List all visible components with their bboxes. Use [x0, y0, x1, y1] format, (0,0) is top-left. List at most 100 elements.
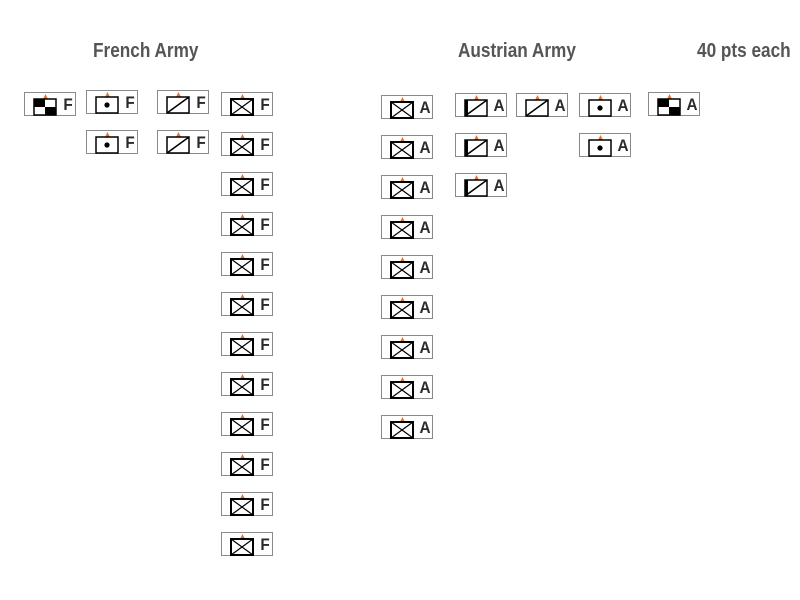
facing-arrow-icon: [240, 294, 245, 299]
infantry-symbol-icon: [230, 498, 254, 516]
nation-letter: F: [63, 95, 73, 114]
nation-letter: A: [493, 96, 505, 115]
french-infantry-counter[interactable]: F: [221, 212, 273, 236]
french-infantry-counter[interactable]: F: [221, 372, 273, 396]
nation-letter: F: [260, 175, 270, 194]
french-artillery-counter[interactable]: F: [86, 130, 138, 154]
facing-arrow-icon: [400, 377, 405, 382]
infantry-symbol-icon: [230, 298, 254, 316]
infantry-symbol-icon: [230, 98, 254, 116]
facing-arrow-icon: [400, 177, 405, 182]
infantry-symbol-icon: [230, 258, 254, 276]
facing-arrow-icon: [474, 175, 479, 180]
french-infantry-counter[interactable]: F: [221, 252, 273, 276]
nation-letter: A: [617, 96, 629, 115]
facing-arrow-icon: [176, 92, 181, 97]
light-cavalry-symbol-icon: [464, 139, 488, 157]
austrian-infantry-counter[interactable]: A: [381, 215, 433, 239]
infantry-symbol-icon: [230, 218, 254, 236]
austrian-infantry-counter[interactable]: A: [381, 335, 433, 359]
facing-arrow-icon: [43, 94, 48, 99]
infantry-symbol-icon: [230, 538, 254, 556]
french-cavalry-counter[interactable]: F: [157, 130, 209, 154]
cavalry-symbol-icon: [525, 99, 549, 117]
french-army-heading: French Army: [93, 40, 199, 62]
french-artillery-counter[interactable]: F: [86, 90, 138, 114]
facing-arrow-icon: [240, 94, 245, 99]
austrian-cavalry-counter[interactable]: A: [516, 93, 568, 117]
nation-letter: F: [196, 133, 206, 152]
nation-letter: A: [554, 96, 566, 115]
infantry-symbol-icon: [230, 378, 254, 396]
cavalry-symbol-icon: [166, 96, 190, 114]
french-infantry-counter[interactable]: F: [221, 92, 273, 116]
nation-letter: F: [260, 375, 270, 394]
facing-arrow-icon: [240, 494, 245, 499]
facing-arrow-icon: [240, 254, 245, 259]
facing-arrow-icon: [240, 214, 245, 219]
infantry-symbol-icon: [230, 138, 254, 156]
infantry-symbol-icon: [390, 341, 414, 359]
cavalry-symbol-icon: [166, 136, 190, 154]
austrian-infantry-counter[interactable]: A: [381, 255, 433, 279]
austrian-artillery-counter[interactable]: A: [579, 133, 631, 157]
french-infantry-counter[interactable]: F: [221, 532, 273, 556]
nation-letter: F: [260, 135, 270, 154]
french-infantry-counter[interactable]: F: [221, 292, 273, 316]
nation-letter: F: [260, 335, 270, 354]
nation-letter: A: [419, 338, 431, 357]
facing-arrow-icon: [598, 135, 603, 140]
french-infantry-counter[interactable]: F: [221, 452, 273, 476]
artillery-symbol-icon: [588, 99, 612, 117]
french-headquarters-counter[interactable]: F: [24, 92, 76, 116]
austrian-infantry-counter[interactable]: A: [381, 135, 433, 159]
french-infantry-counter[interactable]: F: [221, 492, 273, 516]
nation-letter: F: [260, 215, 270, 234]
austrian-light-cavalry-counter[interactable]: A: [455, 173, 507, 197]
nation-letter: A: [419, 98, 431, 117]
nation-letter: A: [419, 298, 431, 317]
headquarters-symbol-icon: [33, 98, 57, 116]
facing-arrow-icon: [400, 337, 405, 342]
infantry-symbol-icon: [390, 421, 414, 439]
facing-arrow-icon: [240, 534, 245, 539]
infantry-symbol-icon: [390, 261, 414, 279]
artillery-symbol-icon: [95, 136, 119, 154]
austrian-light-cavalry-counter[interactable]: A: [455, 133, 507, 157]
facing-arrow-icon: [400, 217, 405, 222]
french-cavalry-counter[interactable]: F: [157, 90, 209, 114]
austrian-infantry-counter[interactable]: A: [381, 375, 433, 399]
austrian-headquarters-counter[interactable]: A: [648, 92, 700, 116]
nation-letter: F: [125, 133, 135, 152]
austrian-infantry-counter[interactable]: A: [381, 175, 433, 199]
infantry-symbol-icon: [390, 141, 414, 159]
austrian-light-cavalry-counter[interactable]: A: [455, 93, 507, 117]
nation-letter: F: [260, 455, 270, 474]
austrian-infantry-counter[interactable]: A: [381, 95, 433, 119]
nation-letter: A: [617, 136, 629, 155]
nation-letter: F: [260, 95, 270, 114]
nation-letter: A: [419, 258, 431, 277]
light-cavalry-symbol-icon: [464, 179, 488, 197]
facing-arrow-icon: [400, 297, 405, 302]
infantry-symbol-icon: [390, 221, 414, 239]
french-infantry-counter[interactable]: F: [221, 132, 273, 156]
infantry-symbol-icon: [230, 338, 254, 356]
nation-letter: A: [419, 178, 431, 197]
austrian-artillery-counter[interactable]: A: [579, 93, 631, 117]
facing-arrow-icon: [535, 95, 540, 100]
austrian-infantry-counter[interactable]: A: [381, 295, 433, 319]
facing-arrow-icon: [400, 257, 405, 262]
austrian-infantry-counter[interactable]: A: [381, 415, 433, 439]
french-infantry-counter[interactable]: F: [221, 172, 273, 196]
nation-letter: F: [260, 415, 270, 434]
nation-letter: F: [260, 495, 270, 514]
french-infantry-counter[interactable]: F: [221, 332, 273, 356]
nation-letter: F: [260, 535, 270, 554]
nation-letter: F: [196, 93, 206, 112]
french-infantry-counter[interactable]: F: [221, 412, 273, 436]
facing-arrow-icon: [400, 97, 405, 102]
infantry-symbol-icon: [230, 418, 254, 436]
facing-arrow-icon: [240, 134, 245, 139]
nation-letter: F: [260, 295, 270, 314]
